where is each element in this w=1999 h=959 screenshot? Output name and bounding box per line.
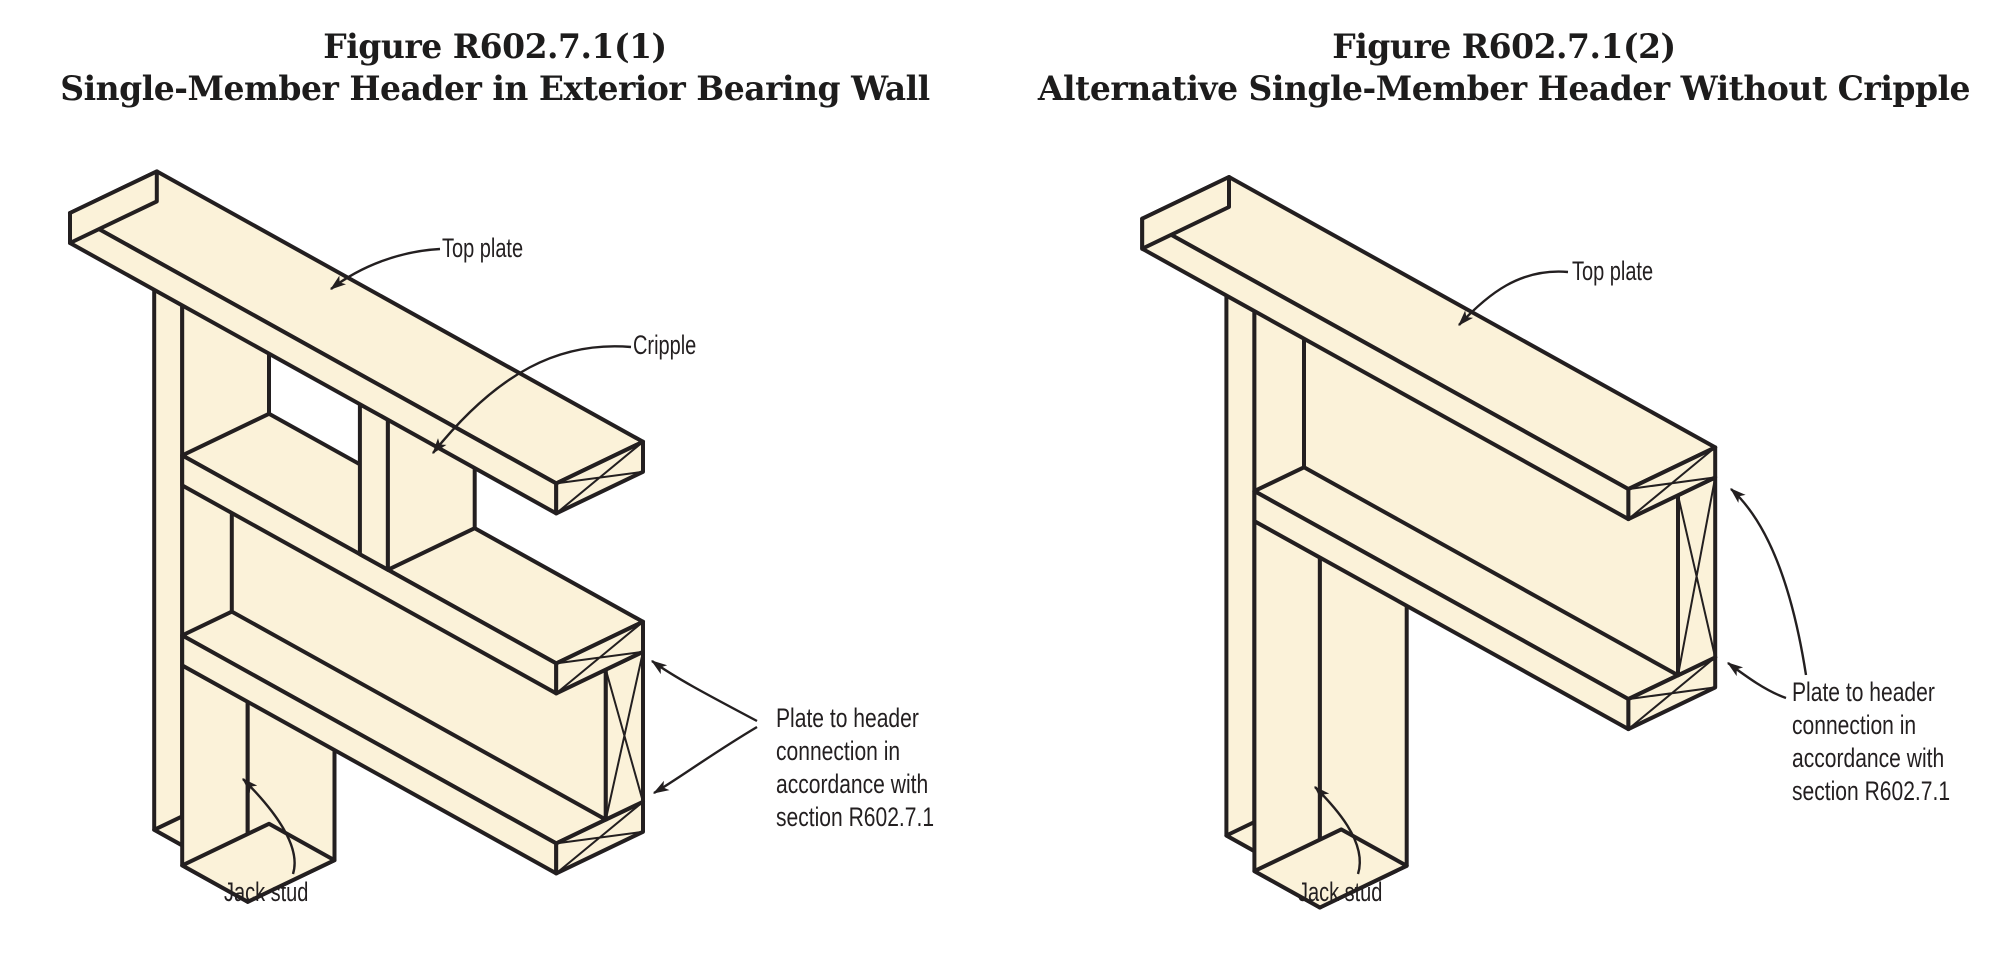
top-plate-leader-arrow bbox=[330, 247, 441, 290]
figure1-title: Figure R602.7.1(1) Single-Member Header … bbox=[15, 26, 975, 110]
figure2-top-plate-label: Top plate bbox=[1572, 256, 1654, 286]
figure1-jack-stud-label: Jack stud bbox=[224, 877, 309, 907]
figure1-drawing bbox=[68, 169, 758, 904]
figure2-plate-connection-line3: accordance with bbox=[1792, 743, 1945, 773]
bottom-plate bbox=[180, 591, 645, 876]
figure1-plate-connection-line2: connection in bbox=[776, 736, 901, 766]
top-plate bbox=[1140, 175, 1718, 522]
figure2-title: Figure R602.7.1(2) Alternative Single-Me… bbox=[1024, 26, 1984, 110]
figure1-title-line2: Single-Member Header in Exterior Bearing… bbox=[60, 69, 930, 109]
figure2-title-line1: Figure R602.7.1(2) bbox=[1332, 27, 1676, 67]
figure1-plate-connection-label: Plate to header connection in accordance… bbox=[776, 702, 934, 834]
bottom-plate-end-grain bbox=[555, 801, 644, 875]
figure1-plate-connection-line1: Plate to header bbox=[776, 703, 919, 733]
jack-stud-bottom-face bbox=[1252, 827, 1409, 910]
header-top-plate-end-grain bbox=[555, 621, 644, 695]
top-plate-end-grain bbox=[555, 441, 644, 515]
figure1-top-plate-label: Top plate bbox=[442, 233, 524, 263]
figure1-plate-connection-line3: accordance with bbox=[776, 769, 929, 799]
header-end-grain bbox=[604, 651, 644, 820]
figure1-title-line1: Figure R602.7.1(1) bbox=[323, 27, 667, 67]
jack-stud bbox=[180, 658, 337, 904]
plate-connection-lower-arrow bbox=[1727, 662, 1787, 700]
figure2-drawing bbox=[1140, 175, 1808, 910]
top-plate-end-grain bbox=[1627, 446, 1716, 520]
header-end-grain bbox=[1677, 477, 1717, 676]
jack-stud-leader-arrow bbox=[1314, 786, 1361, 875]
plate-connection-upper-arrow bbox=[651, 660, 758, 723]
figure2-plate-connection-line2: connection in bbox=[1792, 710, 1917, 740]
king-stud-front-face bbox=[1224, 293, 1257, 854]
figure1-cripple-label: Cripple bbox=[633, 330, 697, 360]
bottom-plate-end-grain bbox=[1627, 656, 1716, 730]
king-stud-front-face bbox=[152, 287, 185, 848]
top-plate-left-end-face bbox=[1140, 175, 1231, 251]
figure2-plate-connection-line4: section R602.7.1 bbox=[1792, 776, 1951, 806]
jack-stud-bottom-face bbox=[180, 821, 337, 904]
top-plate-leader-arrow bbox=[1458, 270, 1569, 326]
figure2-title-line2: Alternative Single-Member Header Without… bbox=[1037, 69, 1971, 109]
cripple-front-face bbox=[357, 402, 390, 572]
plate-connection-upper-arrow bbox=[1730, 488, 1808, 676]
plate-connection-lower-arrow bbox=[652, 725, 758, 795]
figure2-plate-connection-label: Plate to header connection in accordance… bbox=[1792, 676, 1950, 808]
top-plate-left-end-face bbox=[68, 169, 159, 245]
figure1-plate-connection-line4: section R602.7.1 bbox=[776, 802, 935, 832]
bottom-plate bbox=[1252, 447, 1718, 732]
figure2-jack-stud-label: Jack stud bbox=[1298, 877, 1383, 907]
jack-stud-leader-arrow bbox=[242, 778, 296, 875]
cripple-leader-arrow bbox=[432, 345, 632, 454]
figure2-plate-connection-line1: Plate to header bbox=[1792, 677, 1935, 707]
